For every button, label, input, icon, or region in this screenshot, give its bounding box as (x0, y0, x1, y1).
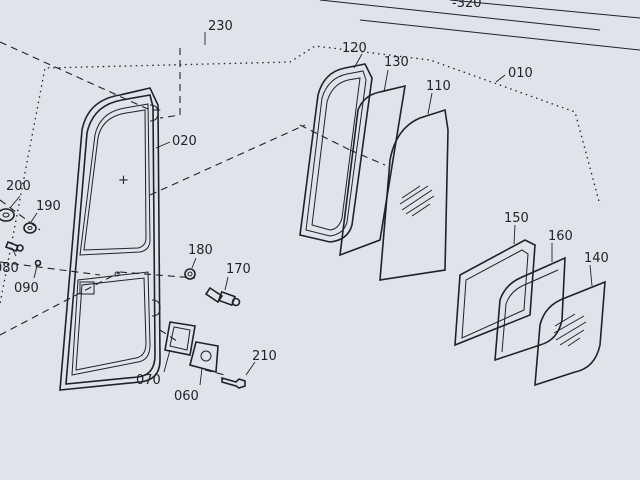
label-180: 180 (188, 243, 213, 258)
label-230: 230 (208, 19, 233, 34)
label-090: 090 (14, 281, 39, 296)
label-120: 120 (342, 41, 367, 56)
label-020: 020 (172, 134, 197, 149)
header-lines (319, 0, 640, 51)
label-210: 210 (252, 349, 277, 364)
label-110: 110 (426, 79, 451, 94)
lock-parts (184, 268, 241, 307)
label-200: 200 (6, 179, 31, 194)
label-150: 150 (504, 211, 529, 226)
header-fragment: -320 (452, 0, 482, 11)
label-070: 070 (136, 373, 161, 388)
svg-text:+: + (118, 173, 129, 188)
glass-110 (379, 108, 449, 281)
label-160: 160 (548, 229, 573, 244)
label-130: 130 (384, 55, 409, 70)
label-140: 140 (584, 251, 609, 266)
window-seal-150 (454, 239, 536, 347)
glass-130 (339, 84, 406, 257)
door-frame-020: + (59, 87, 161, 391)
window-seal-120 (299, 63, 373, 243)
glass-160 (494, 256, 566, 362)
glass-140 (534, 280, 606, 387)
label-190: 190 (36, 199, 61, 214)
label-080: 080 (0, 261, 19, 276)
part-labels: 230 020 200 190 080 090 120 130 110 010 … (0, 19, 609, 404)
label-010: 010 (508, 66, 533, 81)
label-170: 170 (226, 262, 251, 277)
hardware-left (0, 208, 42, 267)
handle-parts (164, 321, 246, 389)
label-060: 060 (174, 389, 199, 404)
leader-lines (9, 32, 593, 386)
